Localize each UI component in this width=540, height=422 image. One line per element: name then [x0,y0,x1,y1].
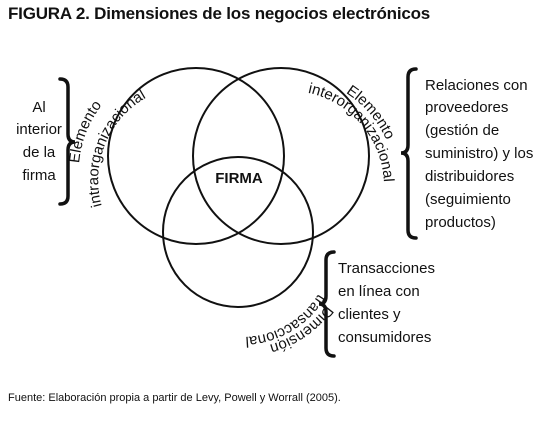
left-brace [58,77,76,206]
right-bottom-note-line-2: en línea con [338,283,420,300]
figure-source: Fuente: Elaboración propia a partir de L… [8,392,341,404]
right-top-brace [400,67,418,240]
left-note-line-4: firma [22,167,56,184]
circle-interorganizacional [192,67,370,245]
right-bottom-note-line-3: clientes y [338,306,401,323]
left-note-line-3: de la [23,144,56,161]
right-top-note-line-3: (gestión de [425,122,499,139]
right-top-note-line-6: (seguimiento [425,191,511,208]
right-bottom-note-line-4: consumidores [338,329,431,346]
right-top-note-line-7: productos) [425,214,496,231]
figure-title: FIGURA 2. Dimensiones de los negocios el… [8,4,431,23]
right-top-note-line-5: distribuidores [425,168,514,185]
right-top-note-line-1: Relaciones con [425,77,528,94]
left-note-line-1: Al [32,99,45,116]
right-top-note-line-2: proveedores [425,99,508,116]
center-label: FIRMA [215,170,263,187]
circle-intraorganizacional [107,67,285,245]
right-top-note-line-4: suministro) y los [425,145,533,162]
right-bottom-note-line-1: Transacciones [338,260,435,277]
left-note-line-2: interior [16,121,62,138]
circle-transaccional [162,156,314,308]
right-bottom-brace [318,250,336,358]
